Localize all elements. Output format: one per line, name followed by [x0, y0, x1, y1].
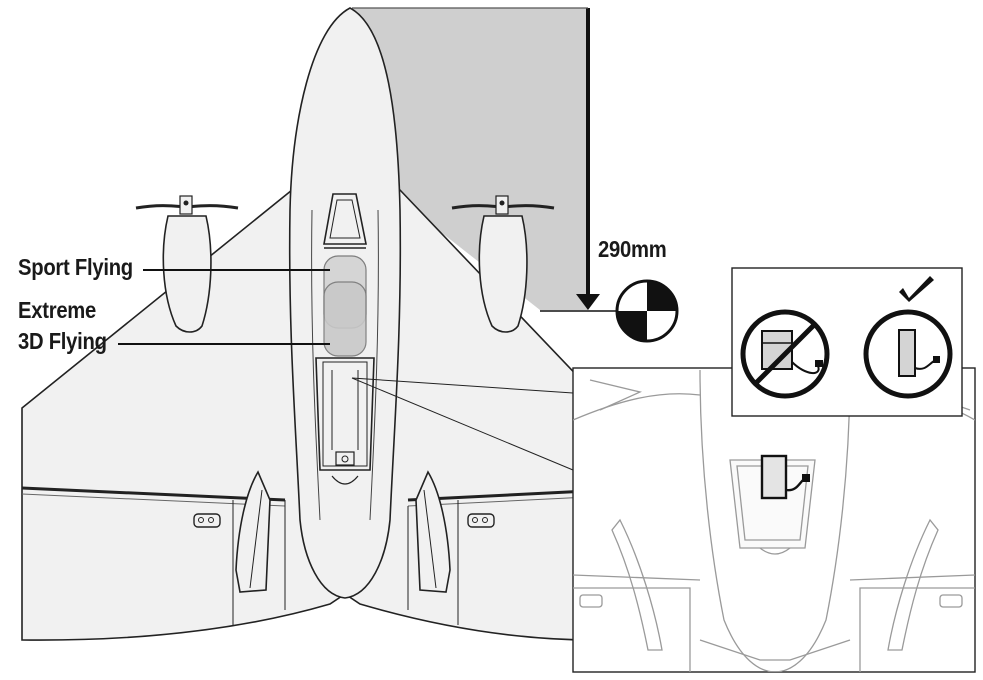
left-aileron-hinge	[21, 486, 286, 502]
center-of-gravity-icon	[615, 279, 679, 343]
battery-orientation-box	[731, 267, 963, 417]
right-fin	[415, 470, 451, 593]
inset-callout-line-top	[351, 377, 574, 394]
left-control-horn	[193, 513, 221, 528]
checkmark-icon	[899, 276, 934, 302]
extreme-flying-label-line1: Extreme	[18, 297, 97, 323]
battery-bay	[315, 357, 375, 485]
measurement-shade	[352, 8, 588, 310]
right-motor-nacelle	[451, 195, 555, 333]
cg-distance-label: 290mm	[598, 236, 667, 262]
inset-detail-view	[572, 367, 976, 673]
left-fin	[235, 470, 271, 593]
inset-callout-line-bottom	[351, 377, 574, 471]
battery-extreme-position	[323, 281, 367, 357]
inset-battery	[760, 454, 788, 500]
canopy	[323, 193, 367, 245]
prohibited-icon	[740, 309, 830, 399]
right-control-horn	[467, 513, 495, 528]
measurement-arrowhead	[576, 294, 600, 310]
sport-flying-label: Sport Flying	[18, 254, 133, 280]
extreme-flying-label-line2: 3D Flying	[18, 328, 107, 354]
left-motor-nacelle	[135, 195, 239, 333]
correct-orientation-icon	[863, 309, 953, 399]
